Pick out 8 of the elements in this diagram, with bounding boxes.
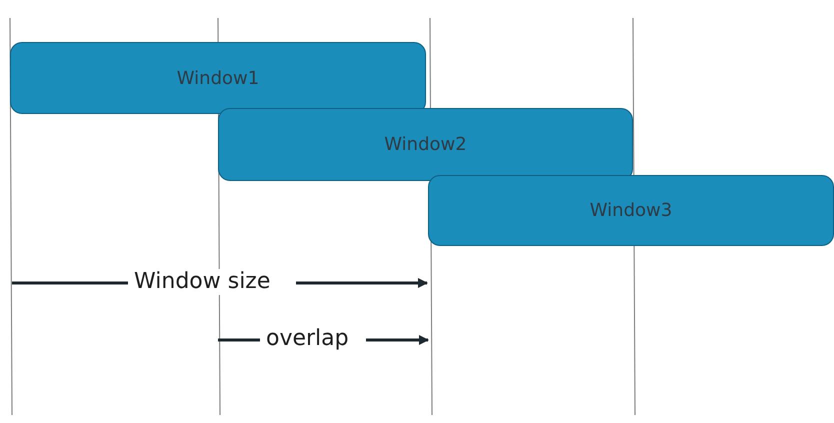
window-bar: [10, 42, 426, 114]
window-label: Window3: [590, 200, 672, 221]
window-bar: [218, 108, 633, 181]
dimension-label: Window size: [134, 269, 270, 295]
window-label: Window2: [384, 134, 467, 155]
window-bar: [428, 175, 834, 246]
window-label: Window1: [176, 68, 260, 88]
dimension-label: overlap: [266, 326, 349, 352]
